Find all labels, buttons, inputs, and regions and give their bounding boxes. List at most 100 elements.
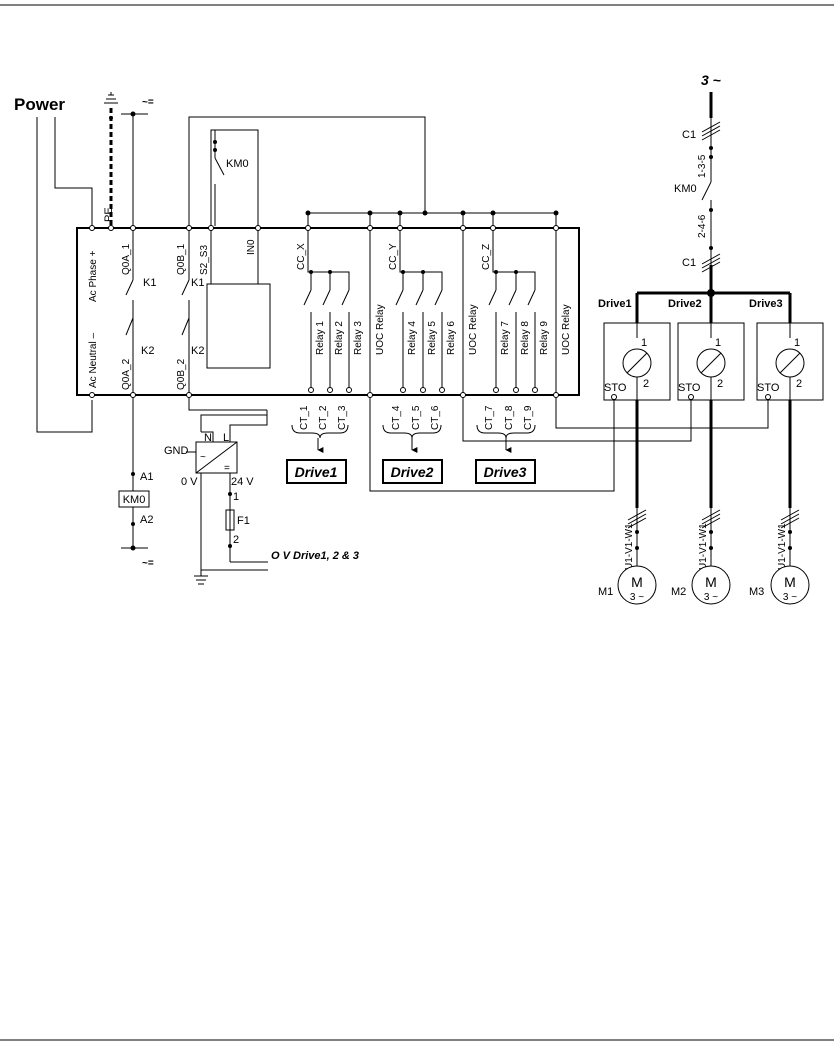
bus-drive2-label: Drive2 (668, 298, 702, 310)
supply-section: N L GND ~ = 0 V 24 V 1 F1 2 O V Drive1, … (164, 397, 359, 585)
relay-8-label: Relay 8 (520, 321, 531, 355)
in0-label: IN0 (246, 239, 257, 255)
ct-3-label: CT_3 (337, 405, 348, 430)
drive3-pin2: 2 (796, 378, 802, 390)
relay-6-label: Relay 6 (446, 321, 457, 355)
k1-label-a: K1 (143, 277, 156, 289)
bus-drive1-label: Drive1 (598, 298, 632, 310)
motor-m1-label: M1 (598, 586, 613, 598)
relay-1-label: Relay 1 (315, 321, 326, 355)
q0b1-label: Q0B_1 (176, 243, 187, 275)
drive1-pin2: 2 (643, 378, 649, 390)
svg-text:=: = (224, 463, 230, 474)
motor-m3-label: M3 (749, 586, 764, 598)
relay-5-label: Relay 5 (427, 321, 438, 355)
drive3-ref-box (475, 459, 536, 484)
pe-label: PE (103, 207, 115, 222)
drive-unit-1: 1 2 STO U1-V1-W1 M 3 ~ M1 (598, 322, 671, 605)
relay-3-label: Relay 3 (353, 321, 364, 355)
drive2-cable: U1-V1-W1 (698, 523, 709, 570)
motor-m3-letter: M (784, 574, 796, 590)
motor-m1-phase: 3 ~ (630, 592, 644, 603)
drive1-ref-label: Drive1 (295, 464, 338, 480)
drive-unit-2: 1 2 STO U1-V1-W1 M 3 ~ M2 (671, 322, 745, 605)
brace-ct-1 (291, 424, 349, 439)
ac-bottom-label: ~= (142, 558, 154, 569)
drive1-ref-box (286, 459, 347, 484)
drive3-pin1: 1 (794, 337, 800, 349)
motor-m3 (770, 565, 810, 605)
motor-m2-phase: 3 ~ (704, 592, 718, 603)
ct-5-label: CT_5 (411, 405, 422, 430)
q0a2-label: Q0A_2 (121, 358, 132, 390)
km0-coil (118, 490, 150, 508)
k-contacts: K1 K1 K2 K2 (125, 230, 204, 393)
mains-contactor (701, 181, 712, 201)
relay-group-3 (488, 230, 557, 393)
ct-9-label: CT_9 (523, 405, 534, 430)
motor-m2-label: M2 (671, 586, 686, 598)
24v-label: 24 V (231, 476, 254, 488)
module-box (76, 227, 580, 396)
mains-contactor-label: KM0 (674, 183, 697, 195)
ov-drive-label: O V Drive1, 2 & 3 (271, 550, 359, 562)
drive1-cable: U1-V1-W1 (624, 523, 635, 570)
drive1-sto: STO (604, 382, 627, 394)
q0a1-label: Q0A_1 (121, 243, 132, 275)
drive3-ref-label: Drive3 (484, 464, 527, 480)
motor-m2 (691, 565, 731, 605)
relay-group-2 (395, 230, 464, 393)
relay-2-label: Relay 2 (334, 321, 345, 355)
k1-label-b: K1 (191, 277, 204, 289)
bus-drive3-label: Drive3 (749, 298, 783, 310)
supply-n-label: N (204, 432, 212, 444)
drive2-sto: STO (678, 382, 701, 394)
c1-top-label: C1 (682, 129, 696, 141)
uoc-relay-2-label: UOC Relay (468, 304, 479, 355)
relay-group-1 (303, 230, 371, 393)
mains-label: 3 ~ (701, 72, 721, 88)
gnd-label: GND (164, 445, 189, 457)
cc-x-label: CC_X (296, 243, 307, 270)
ac-phase-label: Ac Phase + (88, 250, 99, 302)
zero-v-label: 0 V (181, 476, 198, 488)
fuse-pin1-label: 1 (233, 491, 239, 503)
motor-m3-phase: 3 ~ (783, 592, 797, 603)
fuse-pin2-label: 2 (233, 534, 239, 546)
drive2-pin1: 1 (715, 337, 721, 349)
ac-top-label: ~= (142, 97, 154, 108)
cc-y-label: CC_Y (388, 243, 399, 270)
uoc-relay-1-label: UOC Relay (375, 304, 386, 355)
safety-module: Ac Phase + Ac Neutral – Q0A_1 Q0B_1 Q0A_… (76, 116, 769, 492)
km0-contact-label: KM0 (226, 158, 249, 170)
supply-l-label: L (223, 432, 229, 444)
relay-4-label: Relay 4 (407, 321, 418, 355)
drive2-ref-box (382, 459, 443, 484)
drive1-pin1: 1 (641, 337, 647, 349)
contacts-bottom-label: 2-4-6 (697, 214, 708, 238)
k2-label-a: K2 (141, 345, 154, 357)
contacts-top-label: 1-3-5 (697, 154, 708, 178)
ct-1-label: CT_1 (299, 405, 310, 430)
power-section: Power PE ~= (14, 92, 154, 433)
mains-section: 3 ~ C1 1-3-5 KM0 2-4-6 C1 Drive1 Drive2 … (598, 72, 792, 323)
drive2-ref-label: Drive2 (391, 464, 434, 480)
c1-bottom-label: C1 (682, 257, 696, 269)
relay-9-label: Relay 9 (539, 321, 550, 355)
ct-7-label: CT_7 (484, 405, 495, 430)
uoc-relay-3-label: UOC Relay (561, 304, 572, 355)
ct-8-label: CT_8 (504, 405, 515, 430)
drive2-pin2: 2 (717, 378, 723, 390)
drive3-cable: U1-V1-W1 (777, 523, 788, 570)
drive3-sto: STO (757, 382, 780, 394)
ac-neutral-label: Ac Neutral – (88, 333, 99, 388)
motor-m1-letter: M (631, 574, 643, 590)
power-label: Power (14, 95, 65, 114)
km0-coil-label: KM0 (123, 494, 146, 506)
ct-4-label: CT_4 (391, 405, 402, 430)
coil-a1-label: A1 (140, 471, 153, 483)
drive-unit-3: 1 2 STO U1-V1-W1 M 3 ~ M3 (749, 322, 824, 605)
logic-block (206, 283, 271, 369)
s2-s3-label: S2_S3 (199, 245, 210, 275)
